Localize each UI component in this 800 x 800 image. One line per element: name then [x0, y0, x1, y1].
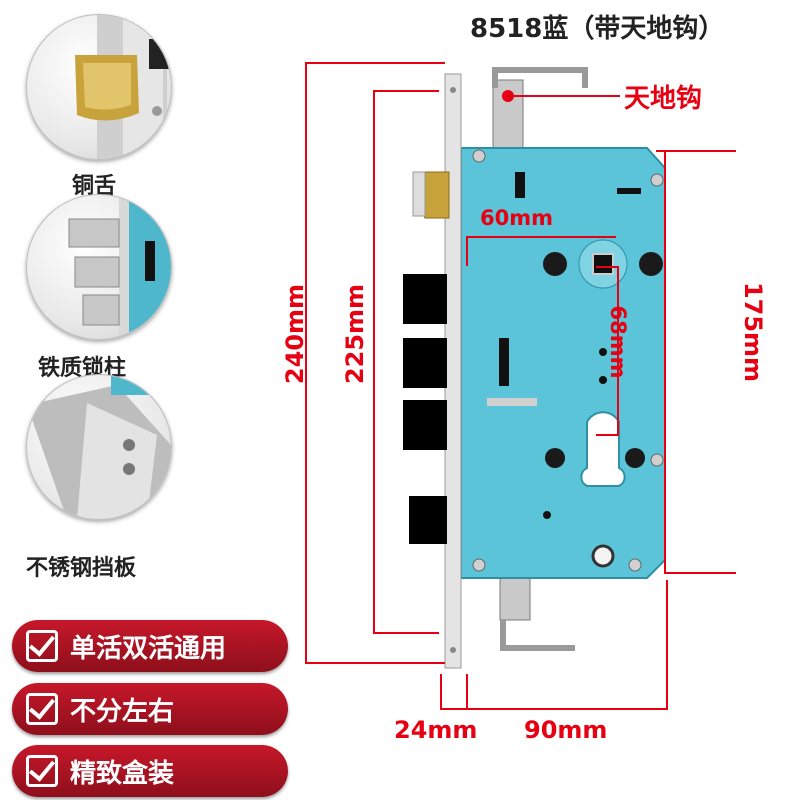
brass-latch-thumbnail [26, 14, 172, 160]
badge-label: 不分左右 [70, 696, 175, 727]
steel-plate-thumbnail [26, 374, 172, 520]
badge-label: 精致盒装 [70, 758, 175, 789]
dim-tick [596, 266, 618, 268]
dim-line-175 [664, 150, 666, 574]
dim-line-240 [305, 62, 307, 664]
dim-line-60 [466, 236, 616, 238]
check-icon [26, 630, 58, 662]
check-icon [26, 693, 58, 725]
dim-tick [373, 90, 439, 92]
badge-reversible: 不分左右 [12, 683, 288, 735]
rod-label: 天地钩 [624, 84, 703, 114]
rod-leader-line [510, 95, 620, 97]
dim-tick [305, 62, 445, 64]
iron-bolts-image [68, 195, 171, 339]
dim-tick [664, 572, 736, 574]
dim-label-225: 225mm [341, 283, 369, 385]
dim-tick [656, 150, 736, 152]
dim-tick [666, 580, 668, 710]
rod-marker-dot [502, 90, 514, 102]
product-title: 8518蓝（带天地钩） [470, 14, 725, 44]
dim-label-175: 175mm [739, 281, 767, 383]
dim-label-68: 68mm [606, 305, 630, 379]
dim-tick [466, 236, 468, 266]
badge-label: 单活双活通用 [70, 633, 227, 664]
dim-label-60: 60mm [480, 206, 553, 230]
dim-label-240: 240mm [281, 283, 309, 385]
dim-tick [373, 632, 439, 634]
badge-boxed: 精致盒装 [12, 745, 288, 797]
dim-tick [440, 674, 442, 710]
iron-bolt-thumbnail [26, 194, 172, 340]
dim-tick [596, 434, 618, 436]
dim-line-68 [617, 266, 619, 436]
mortise-lock-image [403, 67, 666, 669]
dim-tick [305, 662, 445, 664]
badge-universal: 单活双活通用 [12, 620, 288, 672]
caption-steel-plate: 不锈钢挡板 [26, 556, 137, 581]
steel-faceplate-image [27, 375, 171, 519]
dim-line-225 [373, 90, 375, 634]
check-icon [26, 755, 58, 787]
brass-latch-image [75, 15, 169, 159]
dim-label-24: 24mm [394, 716, 478, 744]
dim-tick [466, 674, 468, 710]
dim-label-90: 90mm [524, 716, 608, 744]
dim-line-depth [440, 708, 668, 710]
